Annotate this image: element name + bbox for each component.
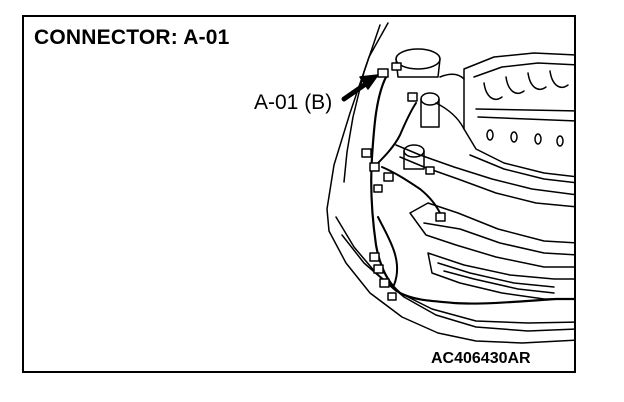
wiring-harness-branch — [375, 102, 417, 166]
intake-runner-3 — [527, 72, 547, 91]
headlamp-outline — [409, 202, 574, 268]
radiator-support — [395, 144, 574, 196]
connector-mid-2 — [369, 162, 380, 172]
connector-lower-4 — [387, 292, 397, 301]
wiring-harness-branch-3 — [381, 166, 441, 214]
connector-right-1 — [435, 212, 446, 222]
brake-reservoir-body — [403, 150, 425, 170]
intake-runner-2 — [505, 76, 525, 95]
connector-upper-2 — [407, 92, 418, 102]
cam-bolt-4 — [556, 135, 564, 147]
engine-cover-outline — [463, 52, 574, 178]
figure-id: AC406430AR — [431, 350, 531, 367]
engine-rib-1 — [475, 108, 574, 112]
connector-title: CONNECTOR: A-01 — [34, 26, 230, 49]
intake-runner-1 — [483, 82, 503, 101]
hood-edge-outline — [326, 22, 574, 344]
connector-mid-1 — [361, 148, 372, 158]
connector-upper-1 — [391, 62, 402, 71]
connector-callout-label: A-01 (B) — [254, 91, 333, 114]
connector-a01 — [377, 68, 389, 78]
brake-reservoir — [403, 144, 425, 158]
cam-bolt-3 — [534, 133, 542, 145]
engine-lower-edge — [469, 154, 574, 184]
grille-slat-1 — [437, 262, 555, 288]
radiator-support-lower — [399, 156, 574, 208]
diagram-frame: CONNECTOR: A-01 — [22, 15, 576, 373]
connector-mid-5 — [425, 166, 435, 175]
connector-lower-1 — [369, 252, 380, 262]
air-duct — [435, 102, 465, 130]
strut-tower-top — [395, 48, 441, 70]
wiring-harness-branch-2 — [377, 216, 398, 286]
connector-mid-3 — [383, 172, 394, 182]
inner-fender-line — [343, 24, 381, 183]
cam-bolt-2 — [510, 131, 518, 143]
intake-plenum — [473, 62, 574, 78]
strut-tower-body — [395, 58, 441, 78]
engine-rib-2 — [477, 116, 574, 122]
connector-lower-2 — [373, 264, 384, 274]
bumper-lower-line — [341, 234, 574, 324]
cam-bolt-1 — [486, 129, 494, 141]
grille-outline — [427, 252, 574, 300]
reservoir-body — [420, 98, 440, 128]
callout-arrow-head — [359, 74, 379, 90]
connector-mid-4 — [373, 184, 383, 193]
intake-hose — [439, 73, 465, 80]
grille-slat-2 — [443, 270, 555, 294]
wiring-harness-main — [370, 75, 574, 305]
front-bumper-outline — [335, 216, 574, 332]
engine-compartment-illustration — [326, 22, 574, 344]
headlamp-inner-line — [423, 222, 574, 256]
intake-runner-4 — [549, 70, 569, 89]
connector-lower-3 — [379, 278, 390, 288]
